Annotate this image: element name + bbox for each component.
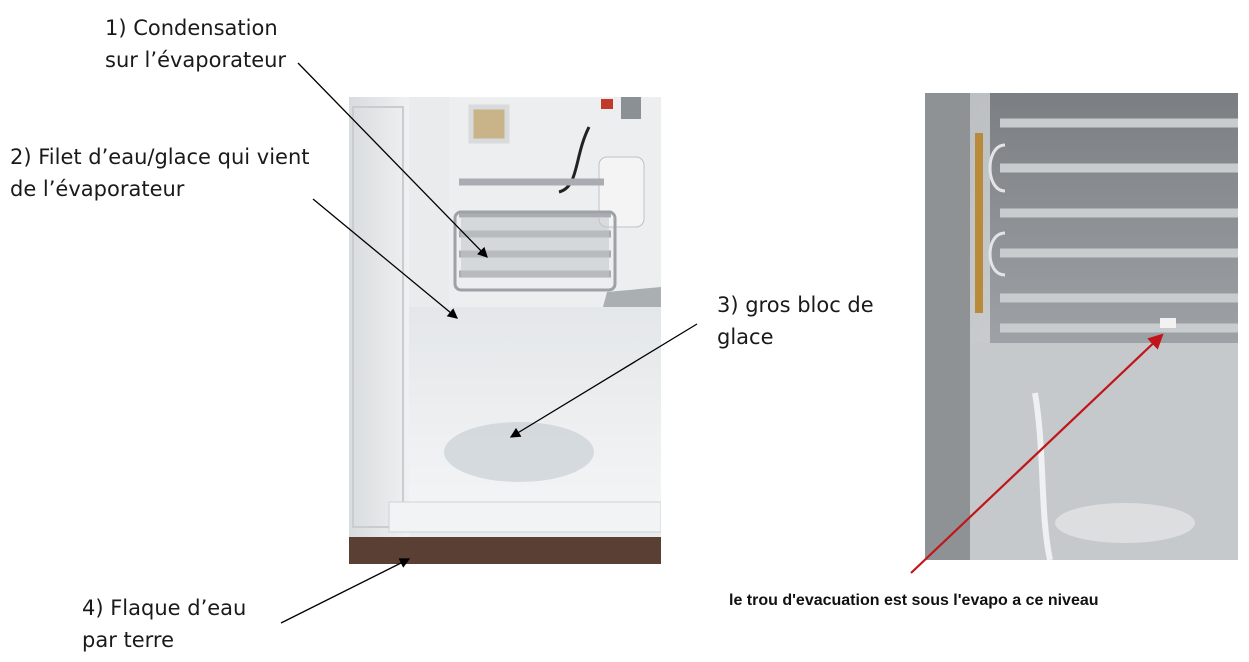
arrow-condensation	[297, 62, 488, 258]
label-filet-line2: de l’évaporateur	[10, 177, 185, 201]
fridge-interior-drawing	[349, 97, 661, 564]
arrow-bloc	[509, 323, 698, 438]
arrow-flaque	[280, 558, 411, 624]
label-flaque-line2: par terre	[82, 628, 175, 652]
label-filet-line1: 2) Filet d’eau/glace qui vient	[10, 145, 310, 169]
label-flaque: 4) Flaque d’eau par terre	[82, 592, 246, 656]
fridge-interior-photo	[349, 97, 661, 564]
arrow-filet	[312, 198, 459, 319]
evaporator-closeup-drawing	[925, 93, 1238, 560]
label-condensation-line1: 1) Condensation	[105, 16, 278, 40]
label-bloc-line1: 3) gros bloc de	[717, 293, 874, 317]
evaporator-closeup-photo	[925, 93, 1238, 560]
label-filet: 2) Filet d’eau/glace qui vient de l’évap…	[10, 141, 310, 205]
label-condensation: 1) Condensation sur l’évaporateur	[105, 12, 286, 76]
label-bloc-line2: glace	[717, 325, 774, 349]
arrow-drain-hole	[910, 333, 1164, 574]
label-flaque-line1: 4) Flaque d’eau	[82, 596, 247, 620]
caption-drain-hole: le trou d'evacuation est sous l'evapo a …	[729, 592, 1099, 609]
label-condensation-line2: sur l’évaporateur	[105, 48, 287, 72]
label-bloc: 3) gros bloc de glace	[717, 289, 874, 353]
